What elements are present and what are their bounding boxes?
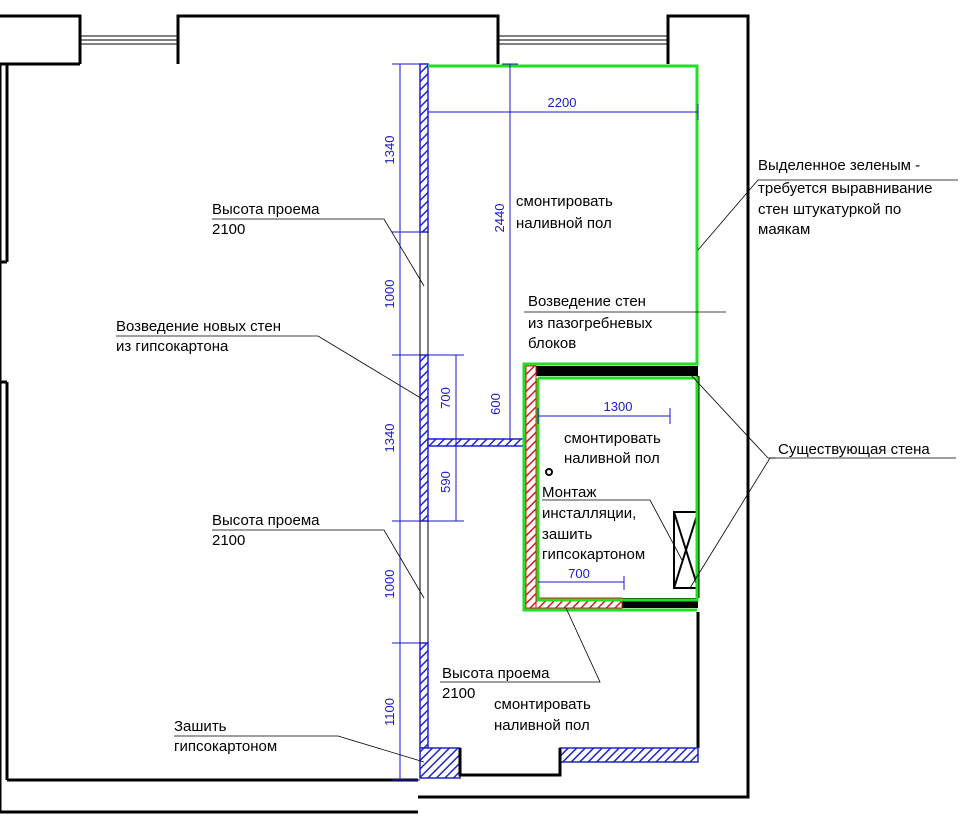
opening-height-value-3: 2100 — [442, 685, 475, 702]
outer-walls — [0, 14, 750, 814]
floor-label-3b: наливной пол — [494, 717, 590, 734]
existing-wall-label: Существующая стена — [778, 441, 930, 458]
dim-600: 600 — [488, 393, 503, 415]
opening-height-value-2: 2100 — [212, 532, 245, 549]
block-walls — [525, 365, 623, 609]
block-walls-label: Возведение стен — [528, 293, 646, 310]
block-walls-label-2: из пазогребневых — [528, 315, 653, 332]
installation-label-4: гипсокартоном — [542, 546, 645, 563]
dim-1340-mid: 1340 — [382, 424, 397, 453]
opening-height-label-1: Высота проема — [212, 201, 320, 218]
dim-590: 590 — [438, 471, 453, 493]
floor-label-2b: наливной пол — [564, 450, 660, 467]
floor-label-2: смонтировать — [564, 430, 661, 447]
installation-label-3: зашить — [542, 526, 593, 543]
installation-label: Монтаж — [542, 484, 596, 501]
green-note: Выделенное зеленым - — [758, 157, 920, 174]
floor-label-3: смонтировать — [494, 696, 591, 713]
sheathe-label: Зашить — [174, 718, 227, 735]
gkl-walls — [419, 63, 699, 779]
sheathe-label-2: гипсокартоном — [174, 738, 277, 755]
windows — [80, 35, 668, 45]
dim-1000-bottom: 1000 — [382, 570, 397, 599]
new-walls-label: Возведение новых стен — [116, 318, 281, 335]
green-note-2: требуется выравнивание — [758, 180, 933, 197]
installation-label-2: инсталляции, — [542, 505, 636, 522]
new-walls-label-2: из гипсокартона — [116, 338, 229, 355]
window-niche — [458, 748, 562, 777]
plaster-highlight — [428, 64, 699, 612]
opening-height-value-1: 2100 — [212, 221, 245, 238]
dim-2440: 2440 — [492, 204, 507, 233]
dim-1300: 1300 — [604, 399, 633, 414]
dimension-lines — [392, 63, 699, 781]
leader-lines — [116, 179, 958, 763]
dim-1340-top: 1340 — [382, 136, 397, 165]
installation-box — [673, 511, 699, 589]
dim-1000-top: 1000 — [382, 280, 397, 309]
dim-1100: 1100 — [382, 698, 397, 726]
opening-height-label-2: Высота проема — [212, 512, 320, 529]
door-openings — [419, 232, 429, 643]
green-note-3: стен штукатуркой по — [758, 201, 901, 218]
opening-height-label-3: Высота проема — [442, 665, 550, 682]
dim-2200: 2200 — [548, 95, 577, 110]
dim-700-v: 700 — [438, 387, 453, 409]
block-walls-label-3: блоков — [528, 335, 576, 352]
green-note-4: маякам — [758, 221, 810, 238]
floor-label-1b: наливной пол — [516, 215, 612, 232]
floor-label-1: смонтировать — [516, 193, 613, 210]
drain-icon — [545, 468, 553, 476]
dim-700-h: 700 — [568, 566, 590, 581]
